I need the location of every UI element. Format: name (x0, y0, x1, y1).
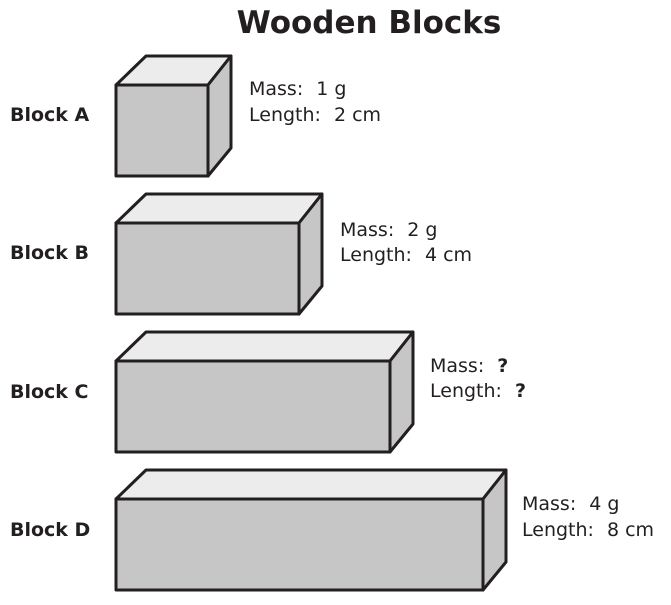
block-b-label: Block B (10, 242, 89, 264)
block-a-length-label: Length: (249, 104, 321, 126)
block-d-length-value: 8 cm (607, 519, 654, 541)
block-c-front-face (114, 359, 392, 454)
block-b-mass: Mass: 2 g (340, 219, 438, 241)
block-c-length-value: ? (515, 380, 526, 402)
block-a: Block A Mass: 1 g Length: 2 cm (10, 54, 381, 178)
block-d-front-face (114, 497, 485, 592)
block-d-label: Block D (10, 519, 90, 541)
block-d-mass-label: Mass: (522, 493, 576, 515)
block-a-mass-value: 1 g (316, 78, 346, 100)
block-c-top-face (114, 330, 415, 363)
block-d-top-face (114, 468, 508, 501)
block-b-length: Length: 4 cm (340, 244, 472, 266)
diagram-title: Wooden Blocks (237, 5, 502, 41)
block-a-length-value: 2 cm (334, 104, 381, 126)
block-b-top-face (114, 192, 324, 225)
block-d: Block D Mass: 4 g Length: 8 cm (10, 468, 654, 592)
block-a-label: Block A (10, 104, 90, 126)
block-a-length: Length: 2 cm (249, 104, 381, 126)
block-b-mass-label: Mass: (340, 219, 394, 241)
block-d-mass-value: 4 g (589, 493, 619, 515)
block-b-length-label: Length: (340, 244, 412, 266)
block-a-mass-label: Mass: (249, 78, 303, 100)
block-a-front-face (114, 83, 210, 178)
block-b-length-value: 4 cm (425, 244, 472, 266)
block-d-length: Length: 8 cm (522, 519, 654, 541)
block-b-mass-value: 2 g (407, 219, 437, 241)
block-d-length-label: Length: (522, 519, 594, 541)
block-c-mass-label: Mass: (430, 355, 484, 377)
block-c-mass: Mass: ? (430, 355, 508, 377)
block-b-front-face (114, 221, 301, 316)
block-c-mass-value: ? (497, 355, 508, 377)
block-c-label: Block C (10, 381, 89, 403)
block-a-mass: Mass: 1 g (249, 78, 347, 100)
block-c: Block C Mass: ? Length: ? (10, 330, 526, 454)
block-d-mass: Mass: 4 g (522, 493, 620, 515)
block-c-length: Length: ? (430, 380, 526, 402)
block-c-length-label: Length: (430, 380, 502, 402)
block-b: Block B Mass: 2 g Length: 4 cm (10, 192, 472, 316)
